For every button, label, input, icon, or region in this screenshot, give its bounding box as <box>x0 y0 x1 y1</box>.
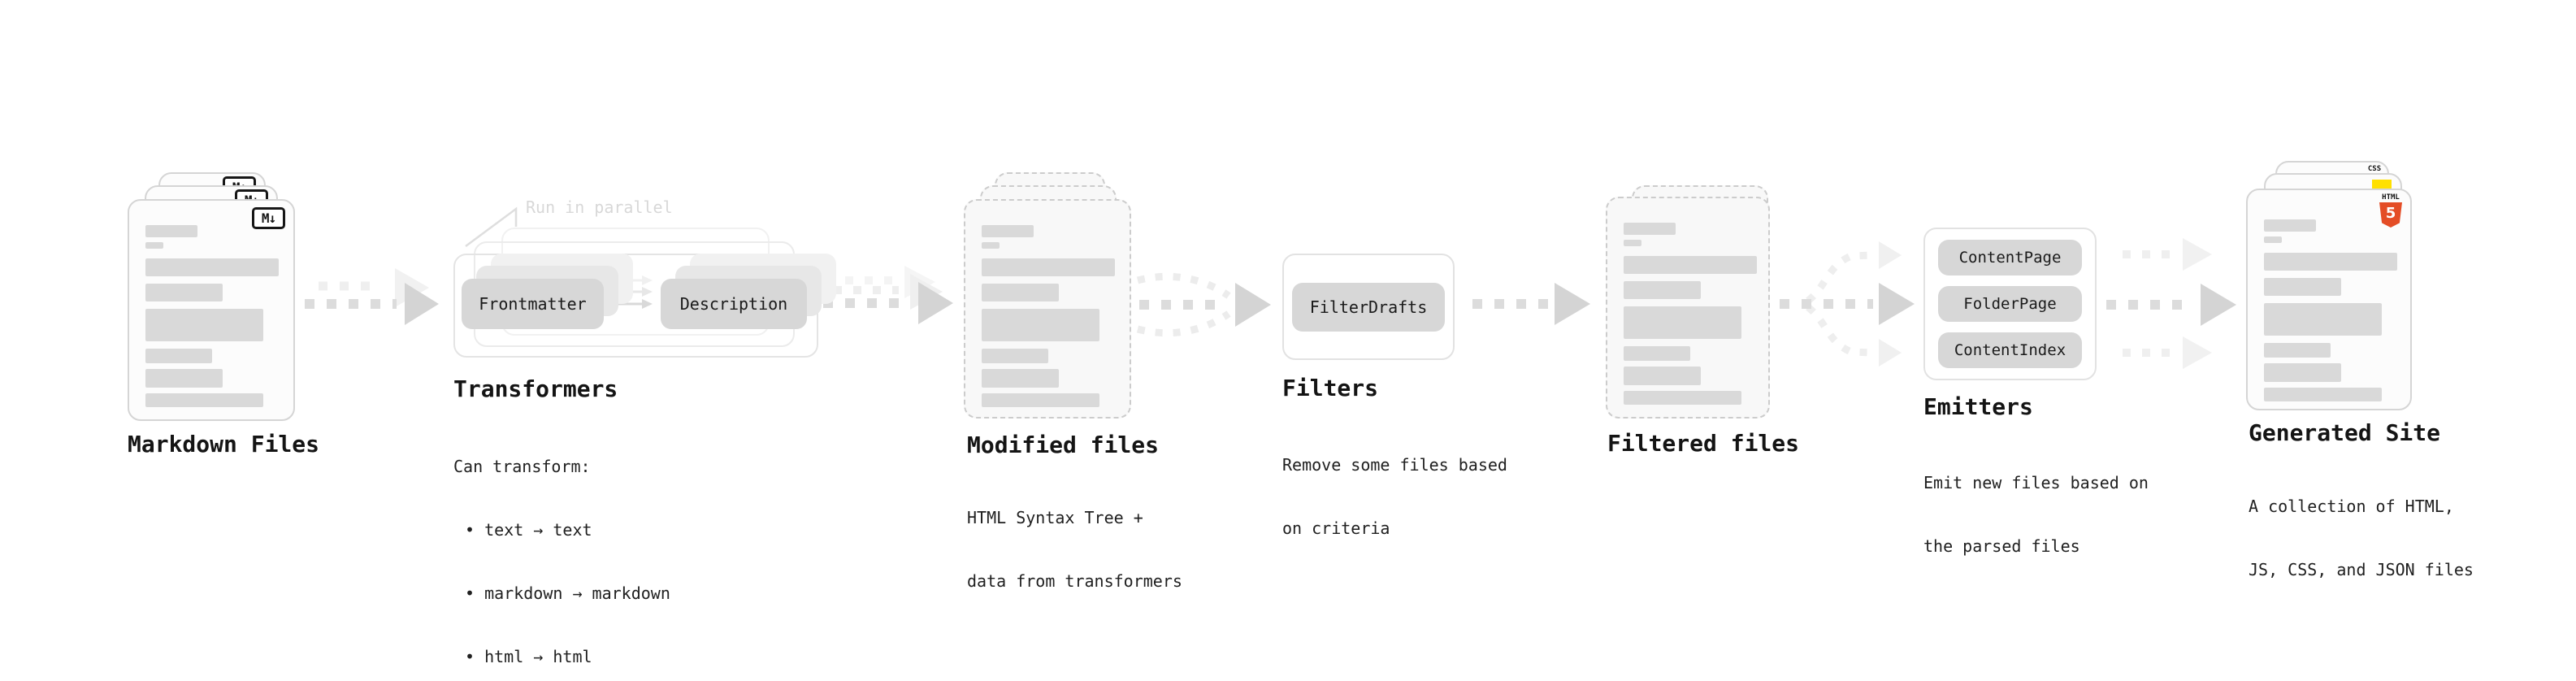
document-skeleton <box>145 225 279 407</box>
arrow-filters-to-filtered <box>1472 283 1590 325</box>
generated-file-card: HTML 5 <box>2246 189 2412 410</box>
arrow-filtered-to-emitters <box>1780 241 1915 367</box>
css-icon-text: CSS <box>2367 165 2382 173</box>
content-page-emitter: ContentPage <box>1938 240 2082 275</box>
skeleton-line <box>145 309 263 341</box>
skeleton-line <box>982 225 1034 237</box>
description-line: Emit new files based on <box>1923 473 2149 492</box>
skeleton-line <box>145 349 212 363</box>
description-step: Description <box>661 279 807 329</box>
skeleton-line <box>145 393 263 407</box>
markdown-icon: M↓ <box>252 207 285 229</box>
document-skeleton <box>2264 219 2397 401</box>
description-line: data from transformers <box>967 571 1182 591</box>
bullet-item: • markdown → markdown <box>465 583 670 603</box>
emitters-description: Emit new files based on the parsed files <box>1923 430 2149 599</box>
skeleton-line <box>145 369 223 388</box>
filters-description: Remove some files based on criteria <box>1282 412 1507 581</box>
bullet-item: • text → text <box>465 520 592 540</box>
transformers-label: Transformers <box>453 375 618 402</box>
skeleton-line <box>145 225 197 237</box>
modified-files-label: Modified files <box>967 432 1160 458</box>
skeleton-line <box>1624 240 1641 246</box>
filters-label: Filters <box>1282 375 1379 401</box>
description-line: HTML Syntax Tree + <box>967 508 1143 527</box>
can-transform-title: Can transform: <box>453 457 591 476</box>
description-line: on criteria <box>1282 518 1390 538</box>
bullet-item: • html → html <box>465 647 592 666</box>
skeleton-line <box>1624 306 1741 339</box>
filter-drafts-step: FilterDrafts <box>1292 282 1445 332</box>
skeleton-line <box>2264 253 2397 271</box>
skeleton-line <box>1624 367 1701 385</box>
skeleton-line <box>2264 343 2331 358</box>
description-line: the parsed files <box>1923 536 2080 556</box>
filters-panel: FilterDrafts <box>1282 254 1455 360</box>
skeleton-line <box>1624 256 1757 274</box>
skeleton-line <box>2264 278 2341 296</box>
description-line: JS, CSS, and JSON files <box>2249 560 2474 579</box>
skeleton-line <box>982 242 1000 249</box>
html5-icon: HTML 5 <box>2379 193 2403 228</box>
skeleton-line <box>982 369 1059 388</box>
skeleton-line <box>2264 303 2382 336</box>
markdown-file-card: M↓ <box>128 199 295 421</box>
run-in-parallel-note: Run in parallel <box>526 197 673 217</box>
content-index-emitter: ContentIndex <box>1938 332 2082 368</box>
skeleton-line <box>1624 346 1690 361</box>
arrow-transformers-to-modified <box>823 266 953 324</box>
markdown-files-label: Markdown Files <box>128 431 320 458</box>
document-skeleton <box>1624 223 1757 405</box>
html5-icon-text: HTML <box>2382 193 2400 202</box>
skeleton-line <box>1624 281 1701 299</box>
emitters-panel: ContentPage FolderPage ContentIndex <box>1923 228 2097 380</box>
description-line: Remove some files based <box>1282 455 1507 475</box>
skeleton-line <box>982 284 1059 301</box>
generated-site-description: A collection of HTML, JS, CSS, and JSON … <box>2249 453 2474 622</box>
skeleton-line <box>982 309 1099 341</box>
javascript-icon <box>2372 180 2392 190</box>
folder-page-emitter: FolderPage <box>1938 286 2082 322</box>
modified-files-description: HTML Syntax Tree + data from transformer… <box>967 465 1182 634</box>
arrow-emitters-to-generated <box>2106 238 2236 369</box>
html5-icon-number: 5 <box>2385 205 2396 222</box>
emitters-label: Emitters <box>1923 393 2033 420</box>
skeleton-line <box>1624 391 1741 405</box>
skeleton-line <box>2264 219 2316 232</box>
skeleton-line <box>145 258 279 276</box>
modified-file-card <box>964 199 1131 419</box>
skeleton-line <box>2264 388 2382 401</box>
arrow-modified-to-filters <box>1136 272 1271 337</box>
skeleton-line <box>982 393 1099 407</box>
skeleton-line <box>2264 363 2341 382</box>
skeleton-line <box>982 258 1115 276</box>
skeleton-line <box>982 349 1048 363</box>
filtered-file-card <box>1606 197 1770 419</box>
frontmatter-step: Frontmatter <box>462 279 604 329</box>
arrow-markdown-to-transformers <box>305 268 439 325</box>
skeleton-line <box>1624 223 1676 235</box>
skeleton-line <box>145 242 163 249</box>
skeleton-line <box>145 284 223 301</box>
html5-icon-shield: 5 <box>2379 202 2402 228</box>
description-line: A collection of HTML, <box>2249 497 2454 516</box>
filtered-files-label: Filtered files <box>1607 430 1800 457</box>
transformers-description: Can transform: • text → text • markdown … <box>453 414 670 681</box>
skeleton-line <box>2264 236 2282 243</box>
document-skeleton <box>982 225 1115 407</box>
generated-site-label: Generated Site <box>2249 419 2441 446</box>
